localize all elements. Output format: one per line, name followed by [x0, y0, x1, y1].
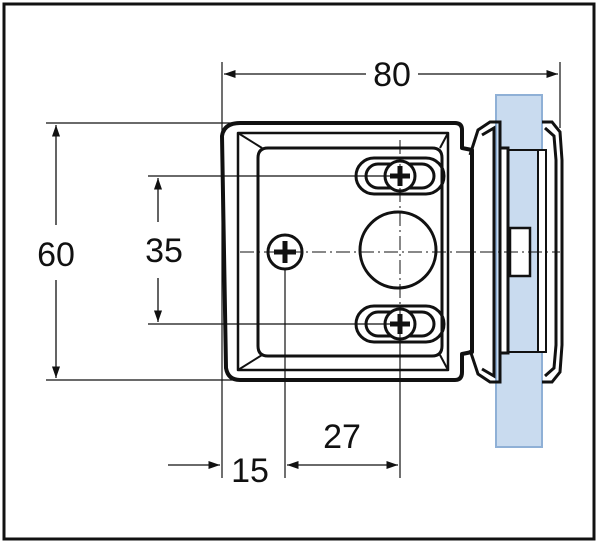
extension-lines [46, 62, 561, 478]
center-lines [240, 140, 560, 360]
center-hole [358, 210, 438, 290]
dimension-label-screw-spacing: 35 [145, 232, 183, 270]
clamp-body [220, 121, 474, 382]
dimension-label-offset-left: 15 [231, 452, 269, 490]
dimension-label-offset-center: 27 [323, 418, 361, 456]
dimension-lines [51, 69, 558, 470]
dimension-label-width: 80 [373, 56, 411, 94]
dimension-label-height: 60 [37, 236, 75, 274]
